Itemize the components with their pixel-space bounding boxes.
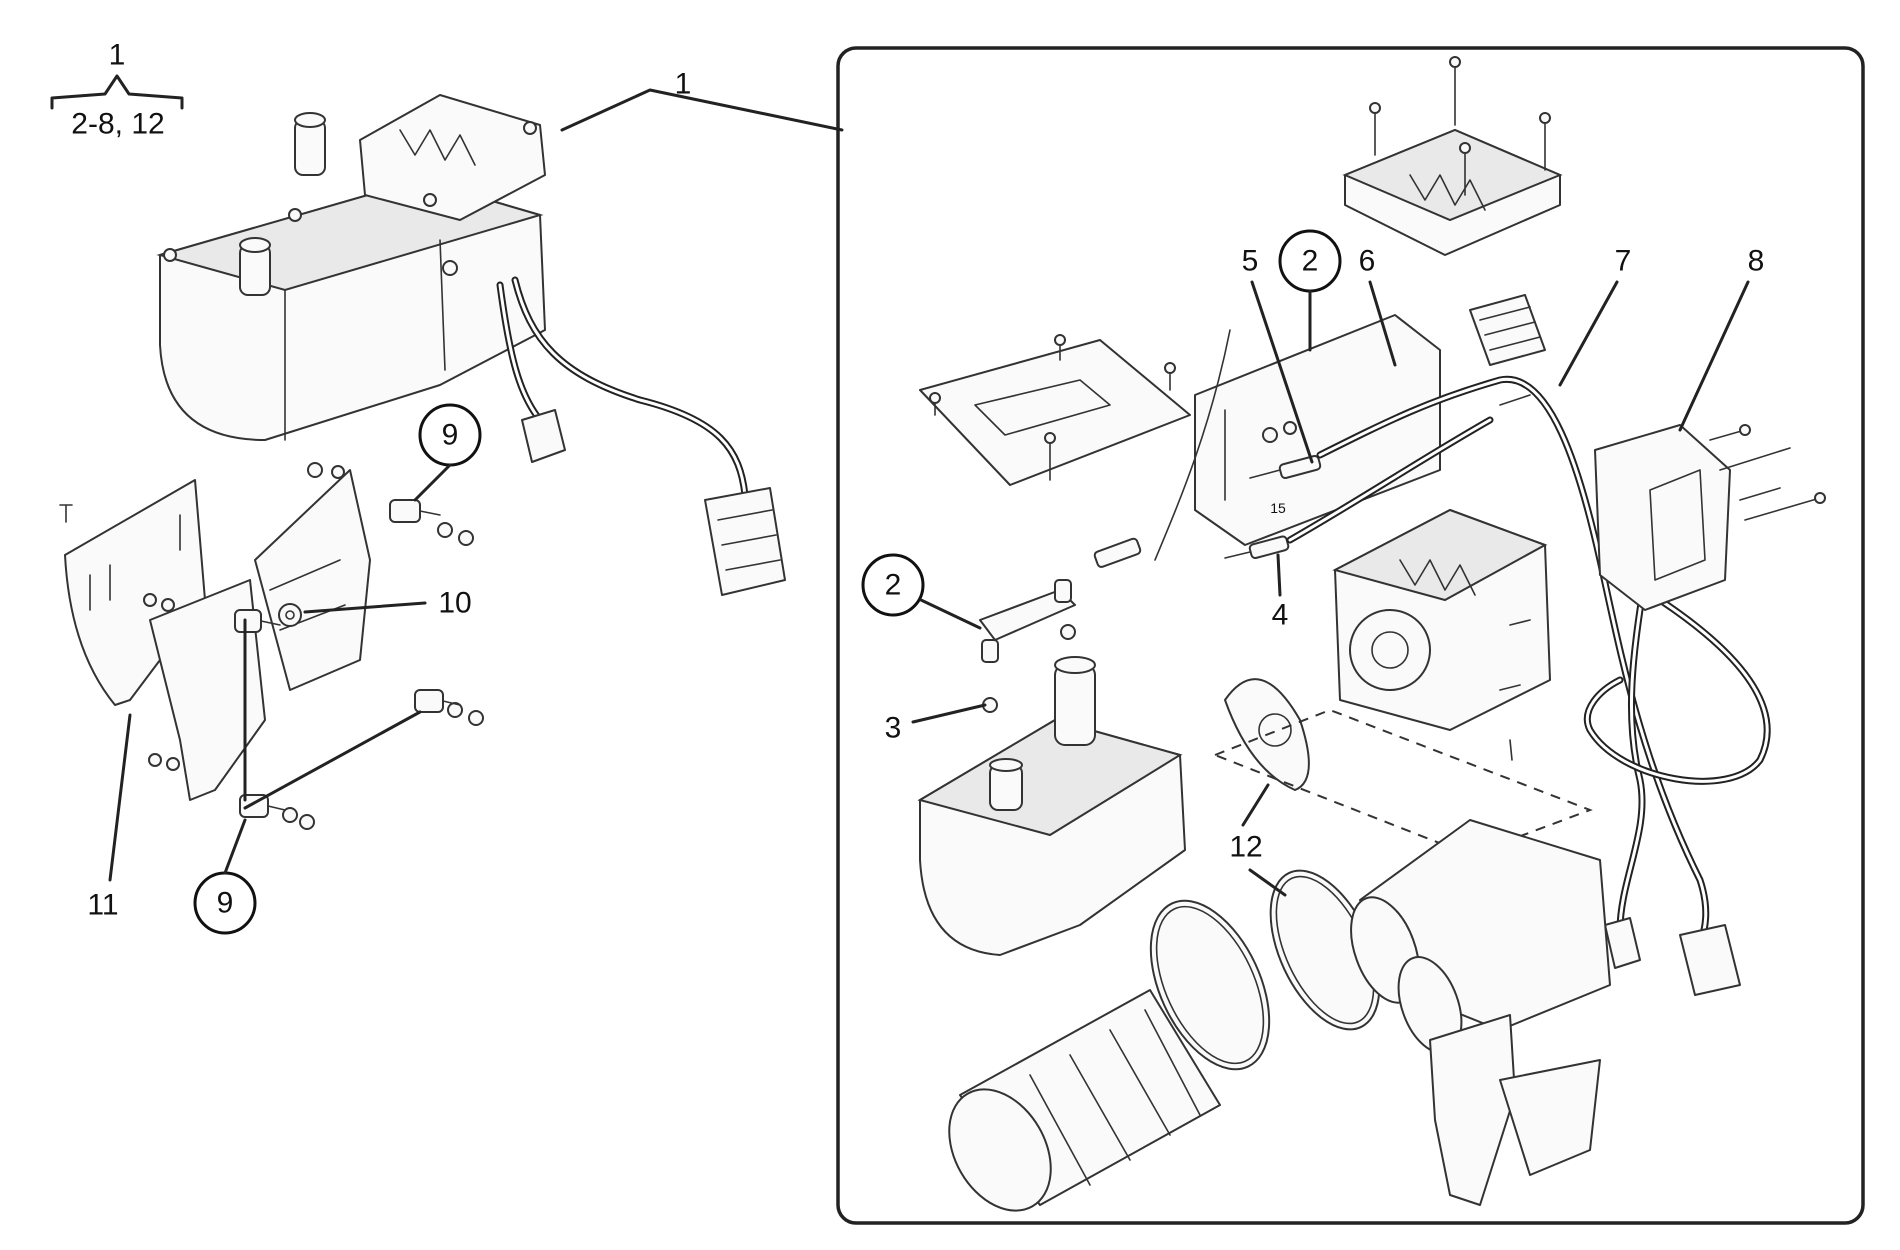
bracket-rear [254,469,371,691]
callout-10: 10 [438,587,471,620]
burner-block [1332,508,1551,731]
leader-3 [911,703,987,724]
bolt [442,260,458,276]
callout-2-upper: 2 [1302,245,1319,278]
control-unit-board [1194,314,1441,546]
spacer-washer [278,603,302,627]
leader-8 [1678,280,1750,432]
heater-control-box [359,94,546,221]
callout-2-circle [861,553,925,617]
callout-4: 4 [1272,599,1289,632]
bolt [523,121,537,135]
bolt [288,208,302,222]
leader-6 [1368,280,1397,367]
heater-seam [439,239,446,371]
leader-9-upper [413,463,452,502]
washer [1060,624,1076,640]
callout-1: 1 [675,68,692,101]
spring [1093,537,1142,568]
harness-connector-block [1469,294,1546,366]
control-box-fins [399,129,476,166]
bracket-front [149,579,266,801]
panel-screws [1499,394,1531,691]
callout-3: 3 [885,712,902,745]
leader-10 [303,601,427,614]
coolant-outlet-pipe [294,119,326,176]
leader-7 [1558,280,1619,387]
leader-11 [108,713,132,882]
coolant-inlet-cap [239,237,271,253]
callout-9-upper: 9 [442,419,459,452]
glow-wire [1154,329,1231,561]
exhaust-bellows [948,989,1221,1212]
leader-12-down [1248,868,1287,897]
rubber-mount [414,689,461,713]
coolant-outlet-cap [294,112,326,128]
group-header-top: 1 [109,39,126,72]
glow-pin-holder [979,579,1076,663]
heat-exchanger-housing [917,656,1186,956]
group-brace [50,74,184,110]
bracket-hardware [143,462,484,830]
leader-12-up [1241,783,1270,827]
leader-4 [1276,553,1282,597]
bolt [423,193,437,207]
group-header-bottom: 2-8, 12 [71,108,164,141]
exploded-view-panel [836,46,1865,1225]
callout-8: 8 [1748,245,1765,278]
rubber-mount [234,609,281,633]
callout-12: 12 [1229,831,1262,864]
flame-tube [1350,819,1611,1054]
heater-assembly [156,94,786,596]
connector-housing [1594,424,1826,611]
bracket-plate [64,479,206,706]
control-cover [1342,56,1563,256]
overheat-sensor [1224,535,1290,560]
small-plug-connector [521,409,566,463]
leader-2-lower [919,598,982,630]
harness-long [511,276,749,499]
rubber-mount [389,499,441,523]
leader-5 [1250,280,1314,464]
bracket-bolt [59,504,73,523]
group-header: 1 2-8, 12 [50,39,184,141]
gasket-plate [919,334,1191,486]
dashed-assembly-outline [1212,708,1593,857]
bolt [163,248,177,262]
clamp-bracket [1429,1014,1601,1206]
o-ring [1149,899,1271,1071]
temperature-sensor [1249,454,1322,480]
callout-7: 7 [1615,245,1632,278]
mounting-bracket-assembly [59,462,484,830]
callout-5: 5 [1242,245,1259,278]
callout-2-lower: 2 [885,569,902,602]
small-plug-connector [1604,917,1641,969]
callout-6: 6 [1359,245,1376,278]
callout-9-lower: 9 [217,887,234,920]
leader-1 [560,88,844,132]
sensor-stamp-15: 15 [1270,500,1286,516]
large-plug-connector [1679,924,1741,996]
callout-11: 11 [87,889,118,922]
